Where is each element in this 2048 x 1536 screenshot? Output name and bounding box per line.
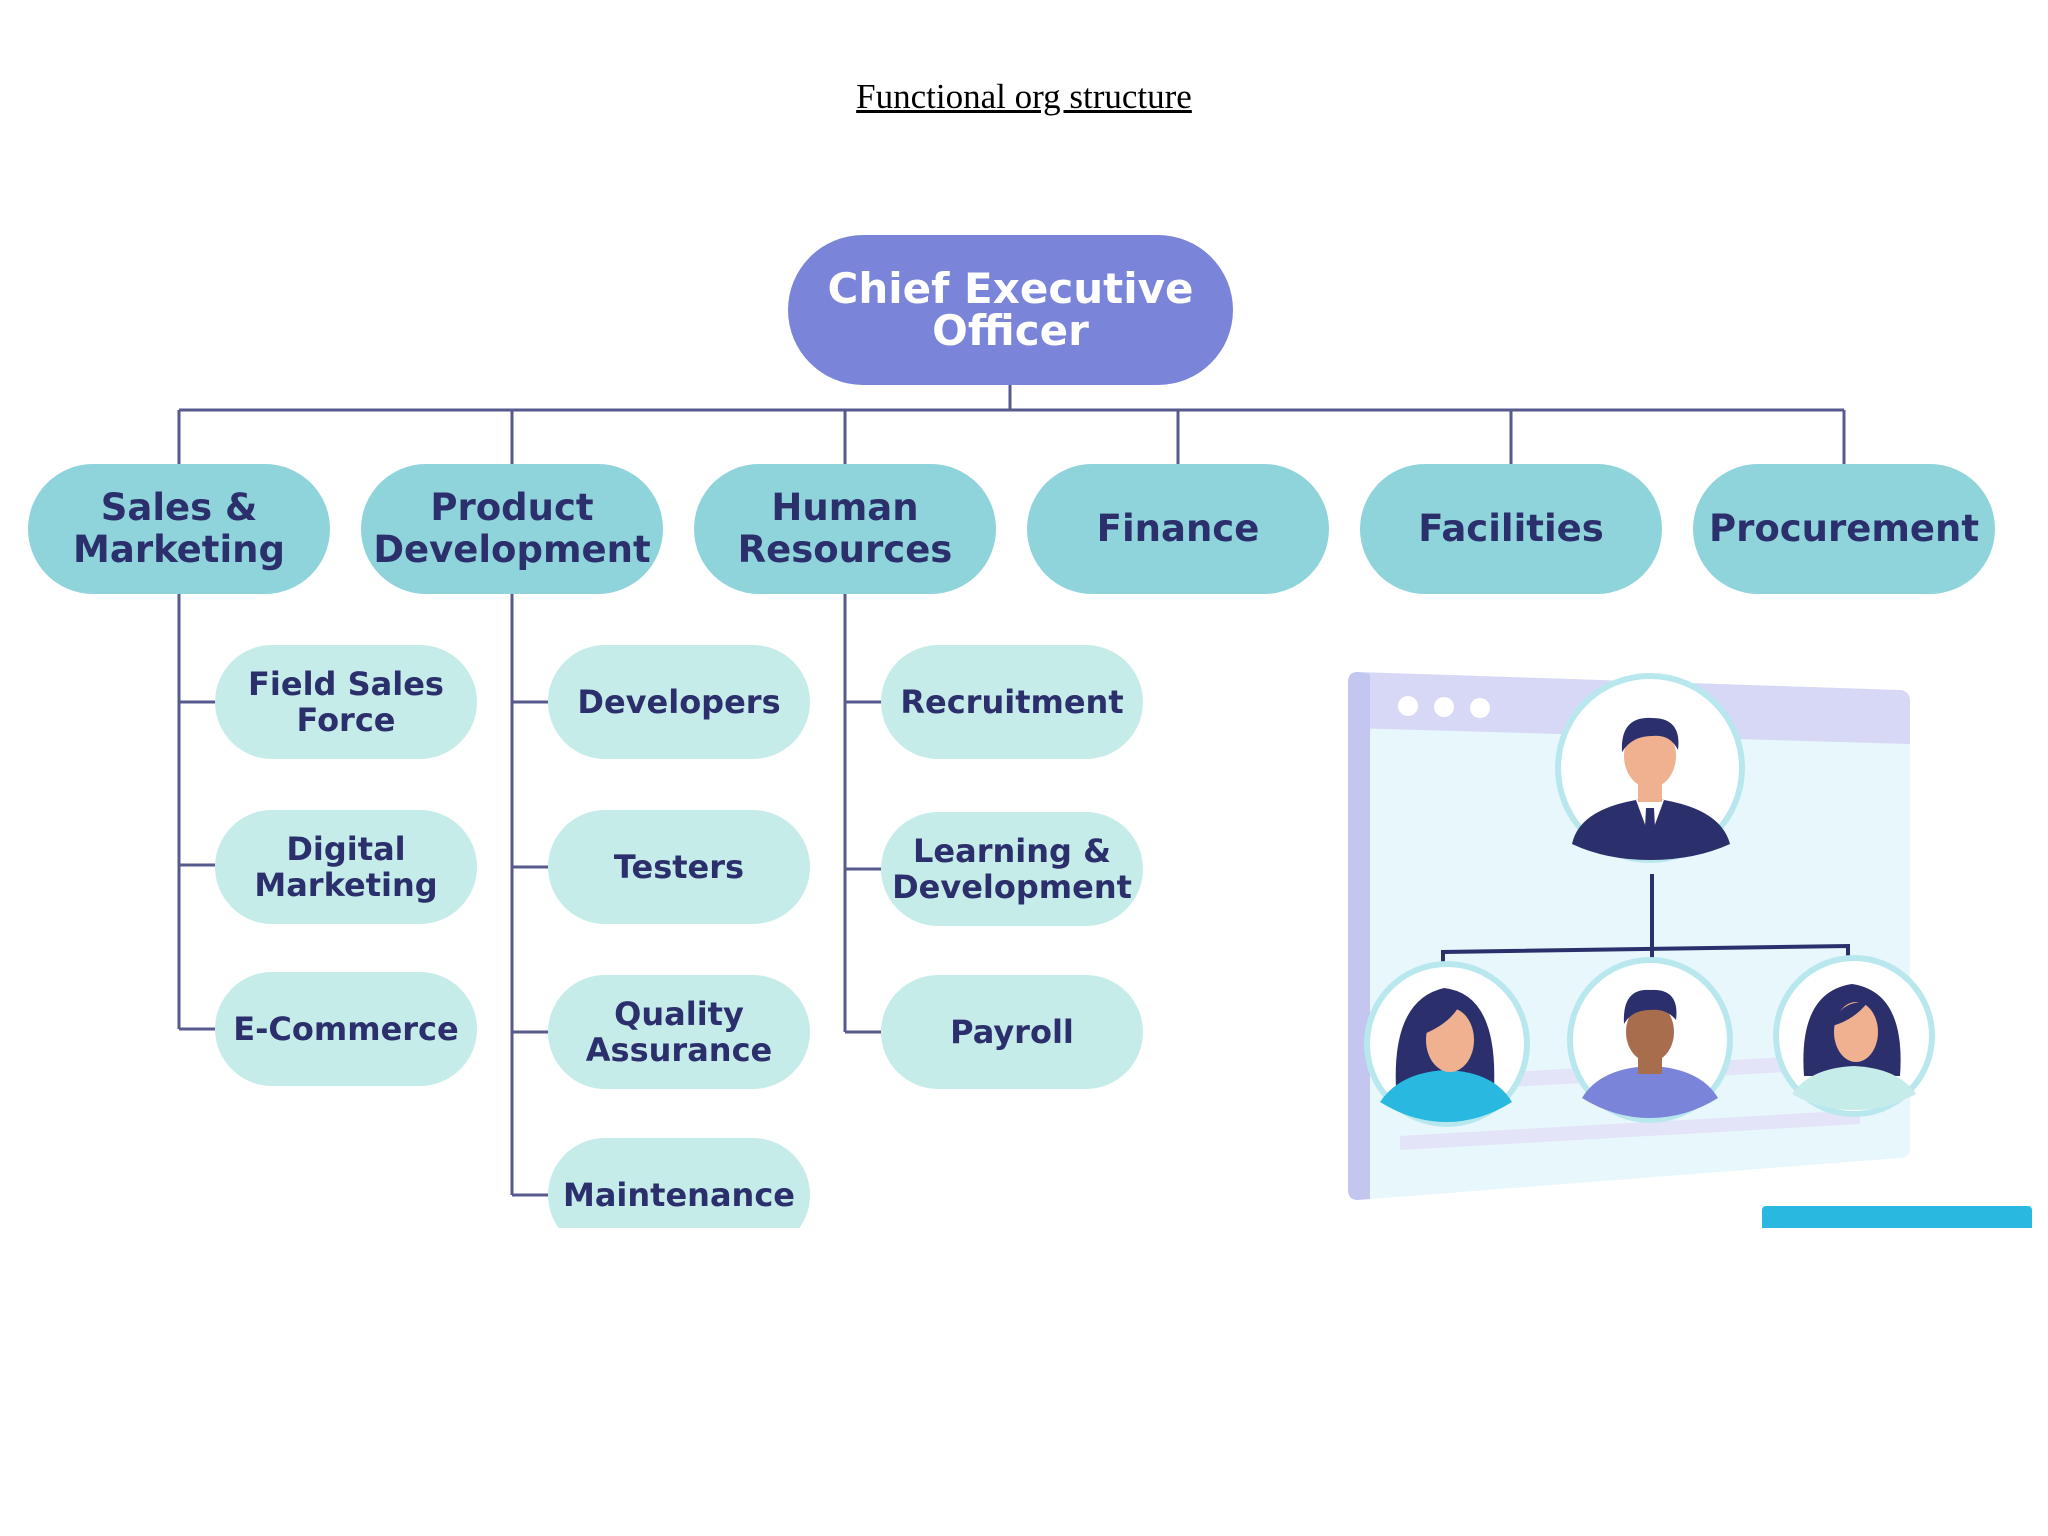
window-dot-icon: [1398, 696, 1418, 716]
page-title: Functional org structure: [856, 77, 1192, 116]
team-learning-development: Learning & Development: [881, 812, 1143, 926]
team-developers: Developers: [548, 645, 810, 759]
dept-finance: Finance: [1027, 464, 1329, 594]
team-maintenance: Maintenance: [548, 1138, 810, 1228]
team-payroll: Payroll: [881, 975, 1143, 1089]
team-e-commerce: E-Commerce: [215, 972, 477, 1086]
dept-product-development: Product Development: [361, 464, 663, 594]
org-chart-people-illustration: [1348, 672, 1935, 1200]
team-testers: Testers: [548, 810, 810, 924]
window-dot-icon: [1434, 697, 1454, 717]
org-chart-connectors: [177, 385, 1846, 1197]
window-dot-icon: [1470, 698, 1490, 718]
team-digital-marketing: Digital Marketing: [215, 810, 477, 924]
window-edge: [1348, 672, 1370, 1200]
node-ceo: Chief Executive Officer: [788, 235, 1233, 385]
cropped-badge: [1762, 1206, 2032, 1228]
dept-procurement: Procurement: [1693, 464, 1995, 594]
team-recruitment: Recruitment: [881, 645, 1143, 759]
team-field-sales-force: Field Sales Force: [215, 645, 477, 759]
dept-human-resources: Human Resources: [694, 464, 996, 594]
dept-facilities: Facilities: [1360, 464, 1662, 594]
content-bar: [1400, 1110, 1860, 1150]
org-chart: Chief Executive Officer Sales & Marketin…: [28, 235, 2032, 1228]
team-quality-assurance: Quality Assurance: [548, 975, 810, 1089]
dept-sales-marketing: Sales & Marketing: [28, 464, 330, 594]
